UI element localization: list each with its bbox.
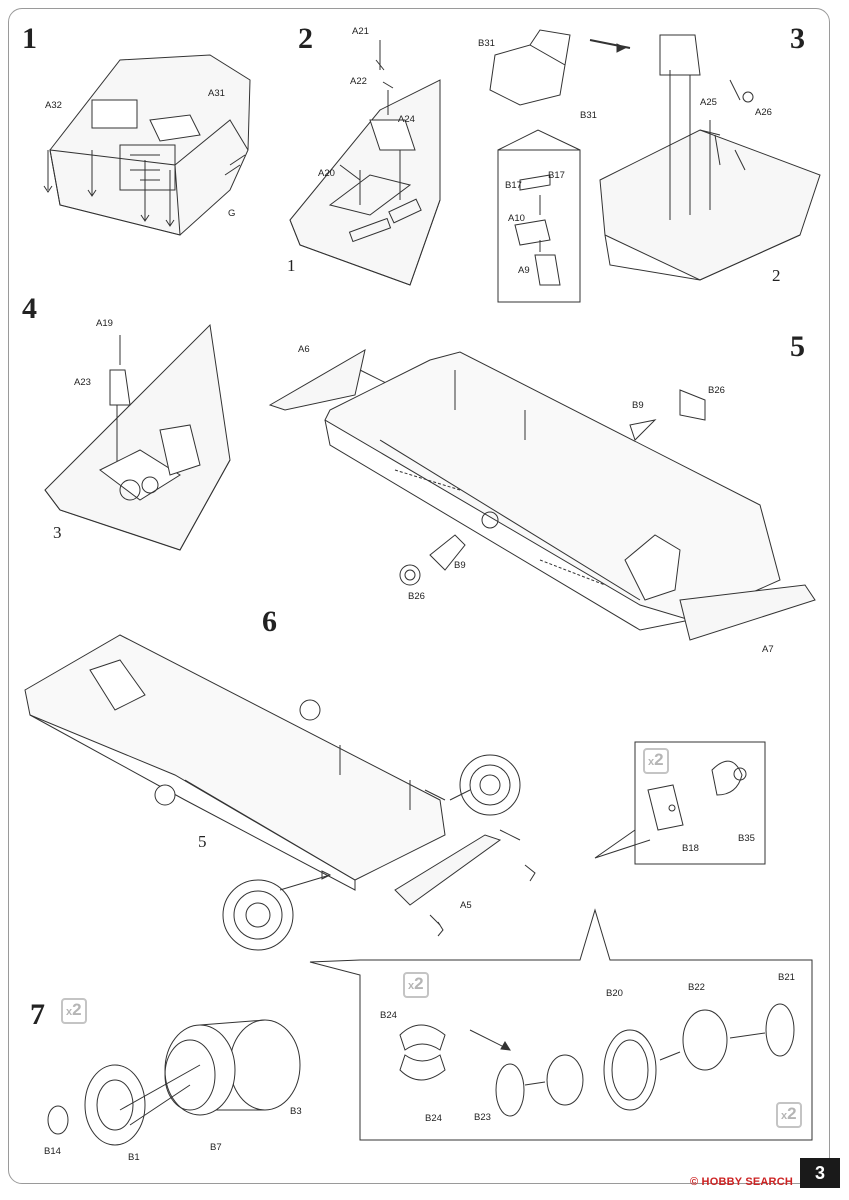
watermark: © HOBBY SEARCH [690, 1176, 793, 1188]
part-label-b1: B1 [128, 1152, 140, 1163]
callout-multiplier-value: 2 [414, 974, 424, 993]
step-number-2: 2 [298, 22, 313, 55]
part-label-a25: A25 [700, 97, 717, 108]
part-label-a19: A19 [96, 318, 113, 329]
step-number-1: 1 [22, 22, 37, 55]
part-label-b20: B20 [606, 988, 623, 999]
part-label-b23: B23 [474, 1112, 491, 1123]
step7-drawing [47, 1019, 301, 1146]
part-label-a24: A24 [398, 114, 415, 125]
instruction-sheet-border [8, 8, 830, 1184]
part-label-a20: A20 [318, 168, 335, 179]
step6-callout-box [309, 908, 813, 1141]
part-label-b17-left: B17 [505, 180, 522, 191]
step-number-5: 5 [790, 330, 805, 363]
watermark-logo: © HOBBY SEARCH [690, 1176, 793, 1188]
part-label-b17-right: B17 [548, 170, 565, 181]
part-label-a26: A26 [755, 107, 772, 118]
part-label-a10: A10 [508, 213, 525, 224]
step6-drawing [24, 634, 536, 951]
part-label-b24-bottom: B24 [425, 1113, 442, 1124]
part-label-b14: B14 [44, 1146, 61, 1157]
part-label-a9: A9 [518, 265, 530, 276]
step-number-7: 7 [30, 998, 45, 1031]
part-label-a5: A5 [460, 900, 472, 911]
part-label-b18: B18 [682, 843, 699, 854]
step5-hull-drawing [268, 348, 816, 641]
step6-detail-box [594, 741, 766, 865]
part-label-b31-bottom: B31 [580, 110, 597, 121]
step3-drawing [489, 29, 821, 303]
step4-base-ref: 3 [53, 523, 62, 542]
detail-multiplier-value: 2 [654, 750, 664, 769]
part-label-a32: A32 [45, 100, 62, 111]
part-label-b9-bottom: B9 [454, 560, 466, 571]
part-label-a21: A21 [352, 26, 369, 37]
part-label-b21: B21 [778, 972, 795, 983]
part-label-a31: A31 [208, 88, 225, 99]
part-label-b9-top: B9 [632, 400, 644, 411]
callout-multiplier-badge: x2 [403, 972, 429, 998]
part-label-b26-bottom: B26 [408, 591, 425, 602]
step2-base-ref: 1 [287, 256, 296, 275]
part-label-g: G [228, 208, 236, 219]
step7-multiplier-value: 2 [72, 1000, 82, 1019]
part-label-a22: A22 [350, 76, 367, 87]
part-label-b31-top: B31 [478, 38, 495, 49]
part-label-b7: B7 [210, 1142, 222, 1153]
callout-multiplier-badge-2: x2 [776, 1102, 802, 1128]
step-number-6: 6 [262, 605, 277, 638]
part-label-b35: B35 [738, 833, 755, 844]
part-label-b26-top: B26 [708, 385, 725, 396]
step-number-3: 3 [790, 22, 805, 55]
part-label-a6: A6 [298, 344, 310, 355]
step1-hull-drawing [43, 54, 251, 236]
page-number-badge: 3 [800, 1158, 840, 1188]
part-label-b3: B3 [290, 1106, 302, 1117]
step4-drawing [44, 323, 231, 551]
part-label-a7: A7 [762, 644, 774, 655]
step-number-4: 4 [22, 292, 37, 325]
callout-multiplier-value-2: 2 [787, 1104, 797, 1123]
part-label-b24-top: B24 [380, 1010, 397, 1021]
part-label-a23: A23 [74, 377, 91, 388]
step3-base-ref: 2 [772, 266, 781, 285]
step6-base-ref: 5 [198, 832, 207, 851]
detail-multiplier-badge: x2 [643, 748, 669, 774]
part-label-b22: B22 [688, 982, 705, 993]
step7-multiplier-badge: x2 [61, 998, 87, 1024]
step2-hull-drawing [289, 40, 441, 286]
